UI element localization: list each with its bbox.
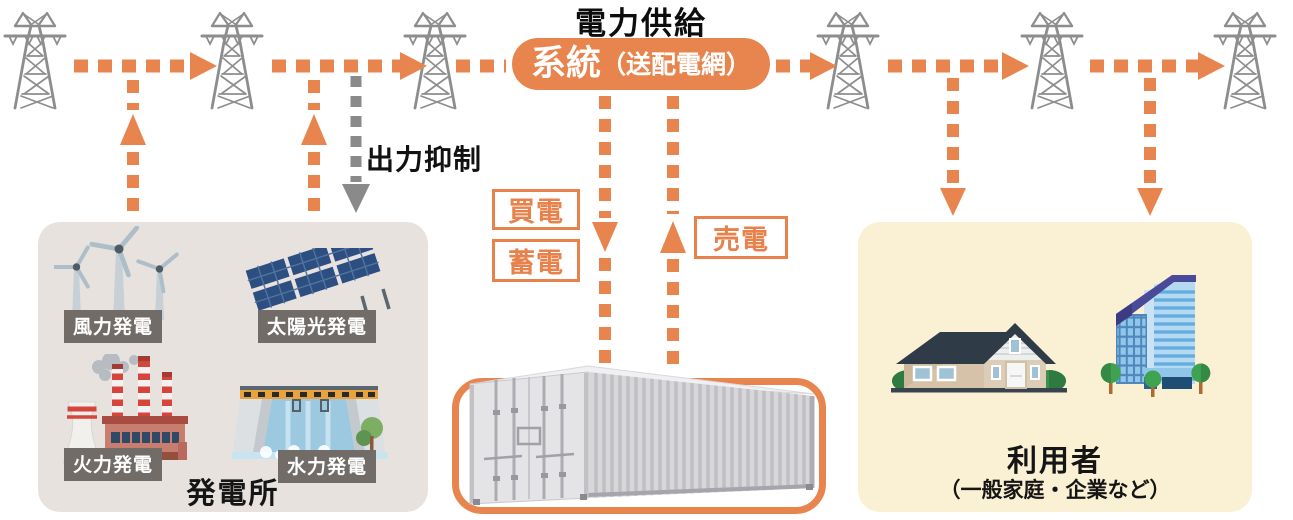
plant-feedin-arrow-1 <box>120 80 146 218</box>
sell-arrow <box>660 96 686 368</box>
power-plant-box: 風力発電 太陽光発電 火力発電 水力発電 発電所 <box>38 222 428 512</box>
grid-flow-arrow-4 <box>776 52 837 80</box>
hydro-power-label: 水力発電 <box>278 450 377 483</box>
transmission-tower-icon <box>1213 11 1277 110</box>
transmission-tower-icon <box>816 11 880 110</box>
sell-label: 売電 <box>694 216 788 259</box>
users-box-subtitle: （一般家庭・企業など） <box>939 478 1171 502</box>
transmission-tower-icon <box>200 11 264 110</box>
buy-label: 買電 <box>492 189 580 230</box>
grid-flow-arrow-2 <box>272 52 427 80</box>
store-label: 蓄電 <box>492 239 580 282</box>
users-box: 利用者 （一般家庭・企業など） <box>858 222 1252 512</box>
battery-container-icon <box>469 365 815 505</box>
transmission-tower-icon <box>1020 11 1084 110</box>
user-supply-arrow-1 <box>940 78 966 216</box>
wind-turbine-icon <box>54 226 179 320</box>
solar-panel-icon <box>244 248 391 315</box>
house-icon <box>891 323 1067 393</box>
user-supply-arrow-2 <box>1137 78 1163 216</box>
page-title: 電力供給 <box>575 6 707 42</box>
solar-power-label: 太陽光発電 <box>258 310 377 343</box>
curtailment-label: 出力抑制 <box>366 143 483 176</box>
power-plant-box-title: 発電所 <box>186 476 280 510</box>
plant-feedin-arrow-2 <box>301 80 327 218</box>
hydro-dam-icon <box>232 386 388 460</box>
users-box-title: 利用者 <box>1007 444 1103 479</box>
office-building-icon <box>1100 275 1211 397</box>
buy-charge-arrow <box>592 96 618 368</box>
thermal-power-label: 火力発電 <box>64 448 163 481</box>
grid-pill: 系統（送配電網） <box>512 38 770 90</box>
grid-flow-arrow-1 <box>74 52 217 80</box>
grid-flow-arrow-6 <box>1090 52 1225 80</box>
transmission-tower-icon <box>403 11 467 110</box>
wind-power-label: 風力発電 <box>64 310 163 343</box>
grid-pill-main: 系統 <box>530 43 601 84</box>
grid-pill-sub: （送配電網） <box>601 49 752 79</box>
transmission-tower-icon <box>3 11 67 110</box>
grid-flow-arrow-5 <box>888 52 1029 80</box>
